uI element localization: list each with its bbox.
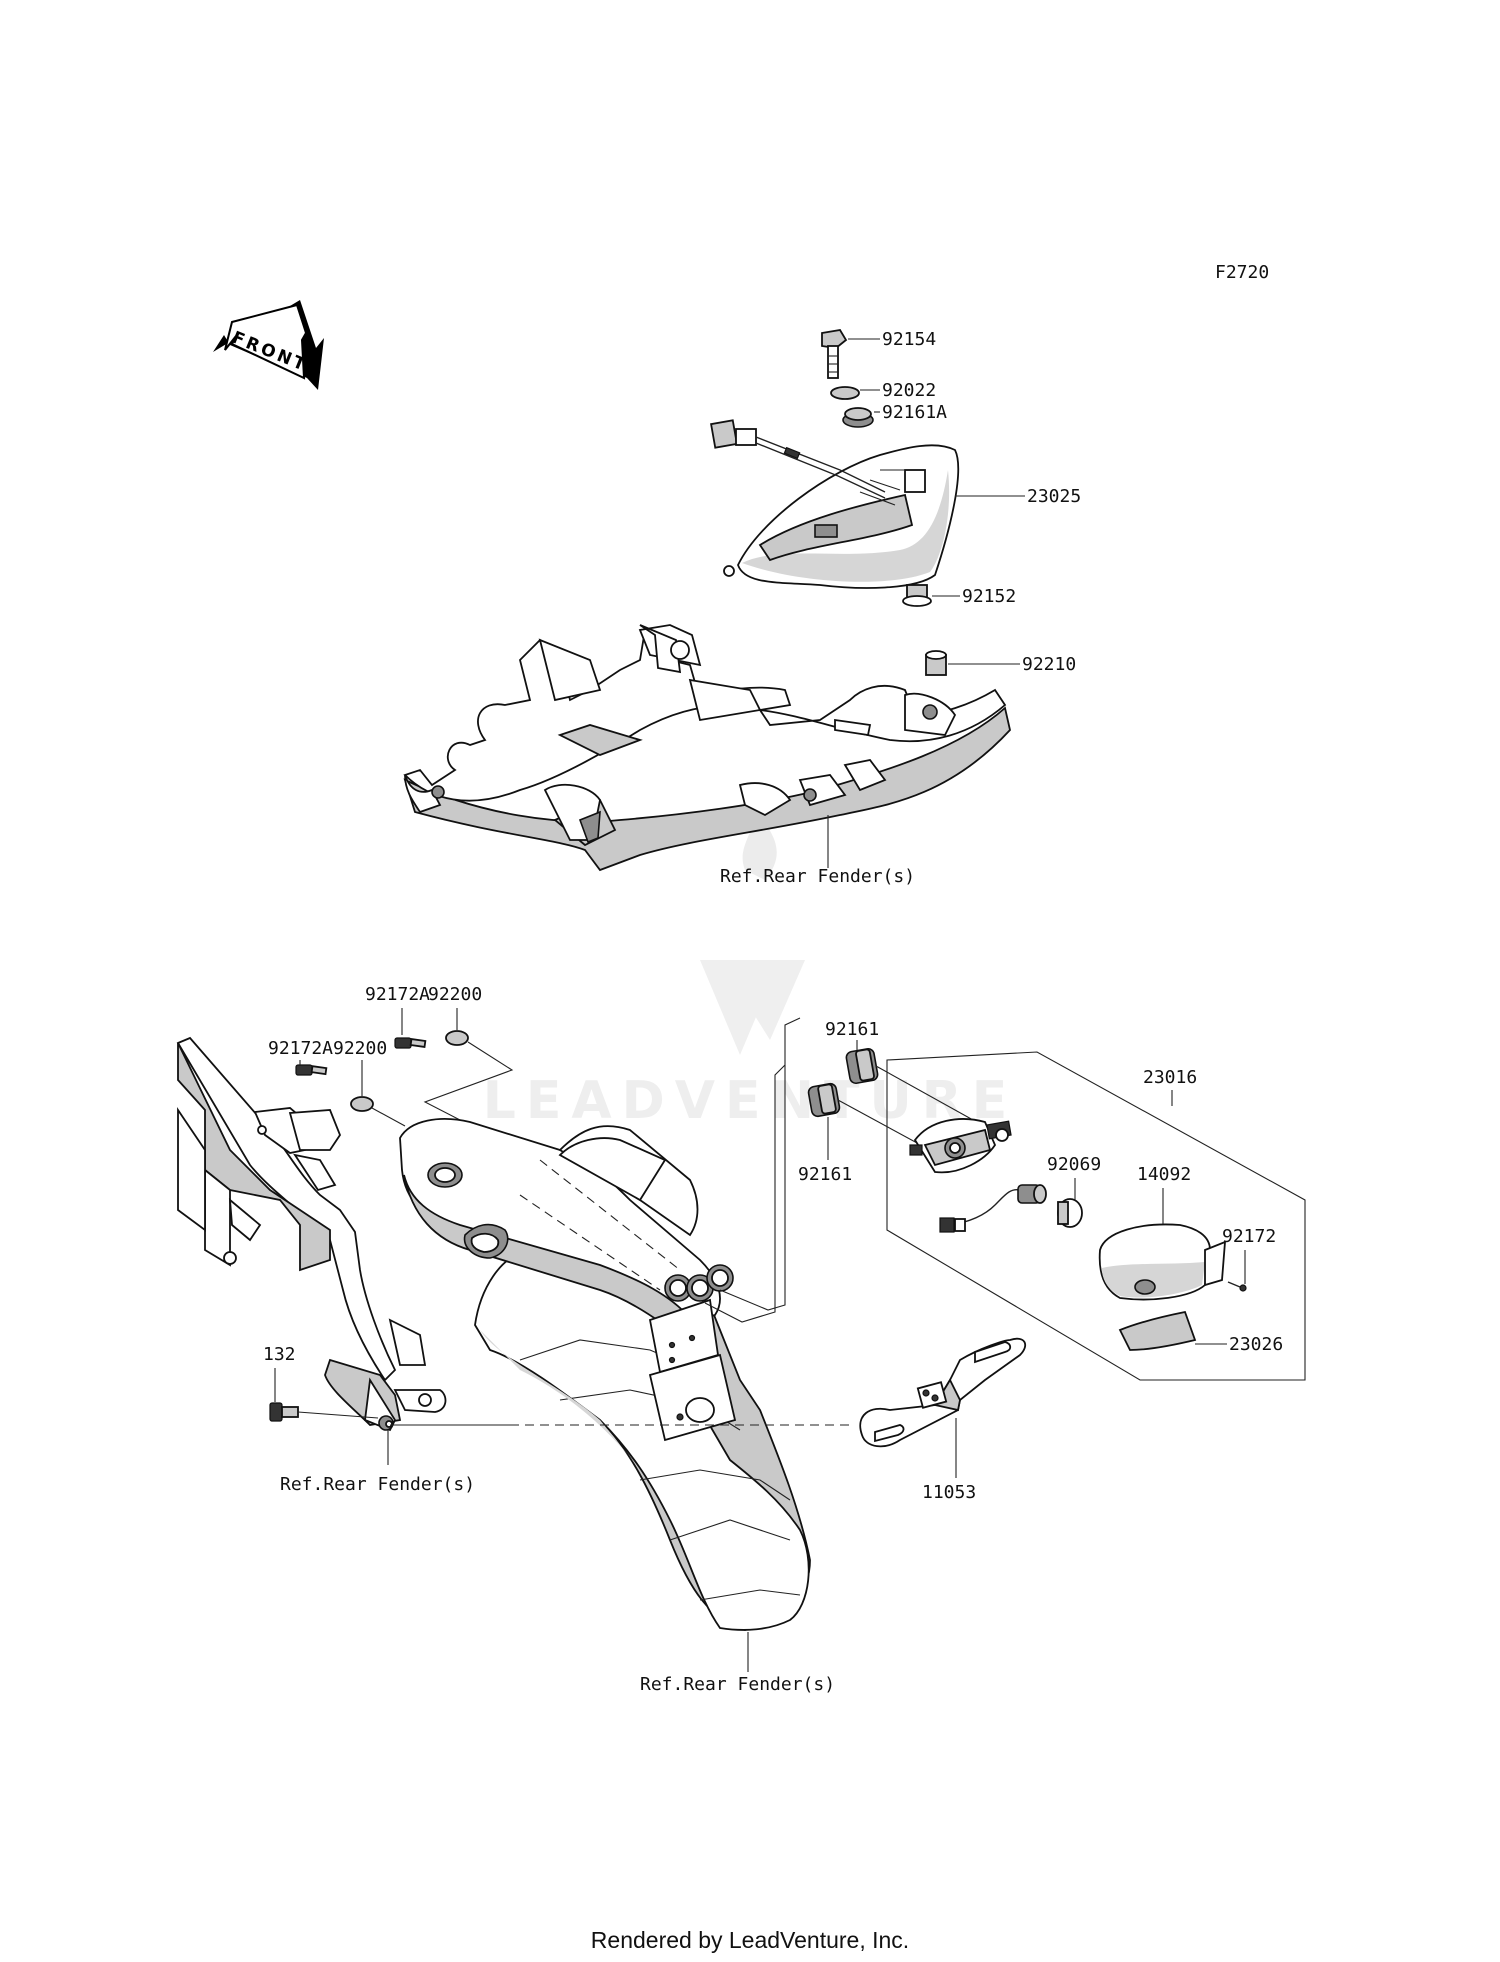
screw-92172 xyxy=(1227,1281,1247,1292)
part-label-23025: 23025 xyxy=(1027,486,1081,507)
bolt-132 xyxy=(269,1402,299,1422)
bolt-92154 xyxy=(821,329,848,379)
plate-bracket-11053 xyxy=(859,1337,1027,1448)
part-label-92210: 92210 xyxy=(1022,654,1076,675)
reflector-23026 xyxy=(1118,1310,1197,1351)
part-label-92200-upper: 92200 xyxy=(428,984,482,1005)
part-label-92172: 92172 xyxy=(1222,1226,1276,1247)
part-label-92161-lower: 92161 xyxy=(798,1164,852,1185)
rear-frame xyxy=(176,1036,447,1432)
part-label-11053: 11053 xyxy=(922,1482,976,1503)
washer-92022 xyxy=(830,386,860,400)
part-label-92200-lower: 92200 xyxy=(333,1038,387,1059)
part-label-92172a-lower: 92172A xyxy=(268,1038,333,1059)
part-label-92161a: 92161A xyxy=(882,402,947,423)
footer-credit: Rendered by LeadVenture, Inc. xyxy=(591,1927,909,1953)
part-label-14092: 14092 xyxy=(1137,1164,1191,1185)
part-label-92152: 92152 xyxy=(962,586,1016,607)
part-label-92022: 92022 xyxy=(882,380,936,401)
upper-rear-fender xyxy=(403,624,1011,872)
watermark-text: LEADVENTURE xyxy=(483,1071,1018,1131)
ref-rear-fender-left: Ref.Rear Fender(s) xyxy=(280,1474,475,1495)
grommet-92161a xyxy=(842,407,874,428)
washer-92200-lower xyxy=(350,1096,374,1112)
part-label-92172a-upper: 92172A xyxy=(365,984,430,1005)
ref-rear-fender-bottom: Ref.Rear Fender(s) xyxy=(640,1674,835,1695)
part-label-132: 132 xyxy=(263,1344,296,1365)
lamp-bracket xyxy=(909,1118,1012,1174)
ref-rear-fender-top: Ref.Rear Fender(s) xyxy=(720,866,915,887)
lower-rear-fender xyxy=(399,1118,811,1631)
grommet-92161-lower xyxy=(807,1082,841,1118)
screw-92172a-lower xyxy=(295,1064,328,1076)
part-label-23026: 23026 xyxy=(1229,1334,1283,1355)
diagram-code: F2720 xyxy=(1215,262,1269,283)
lamp-wire-connector xyxy=(710,419,886,499)
part-label-92154: 92154 xyxy=(882,329,936,350)
lens-14092 xyxy=(1098,1223,1227,1301)
part-label-92069: 92069 xyxy=(1047,1154,1101,1175)
part-label-23016: 23016 xyxy=(1143,1067,1197,1088)
lamp-socket xyxy=(939,1184,1047,1233)
leadventure-watermark: LEADVENTURE xyxy=(483,805,1018,1131)
tail-lamp-23025 xyxy=(723,444,960,589)
part-label-92161-upper: 92161 xyxy=(825,1019,879,1040)
grommet-92161-upper xyxy=(845,1047,879,1085)
kit-box-23016 xyxy=(886,1051,1306,1381)
collar-92210 xyxy=(925,650,947,676)
collar-92152 xyxy=(902,584,932,607)
bulb-92069 xyxy=(1057,1198,1083,1228)
front-arrow-icon: FRONT xyxy=(213,300,324,390)
washer-92200-upper xyxy=(445,1030,469,1046)
screw-92172a-upper xyxy=(394,1037,427,1049)
